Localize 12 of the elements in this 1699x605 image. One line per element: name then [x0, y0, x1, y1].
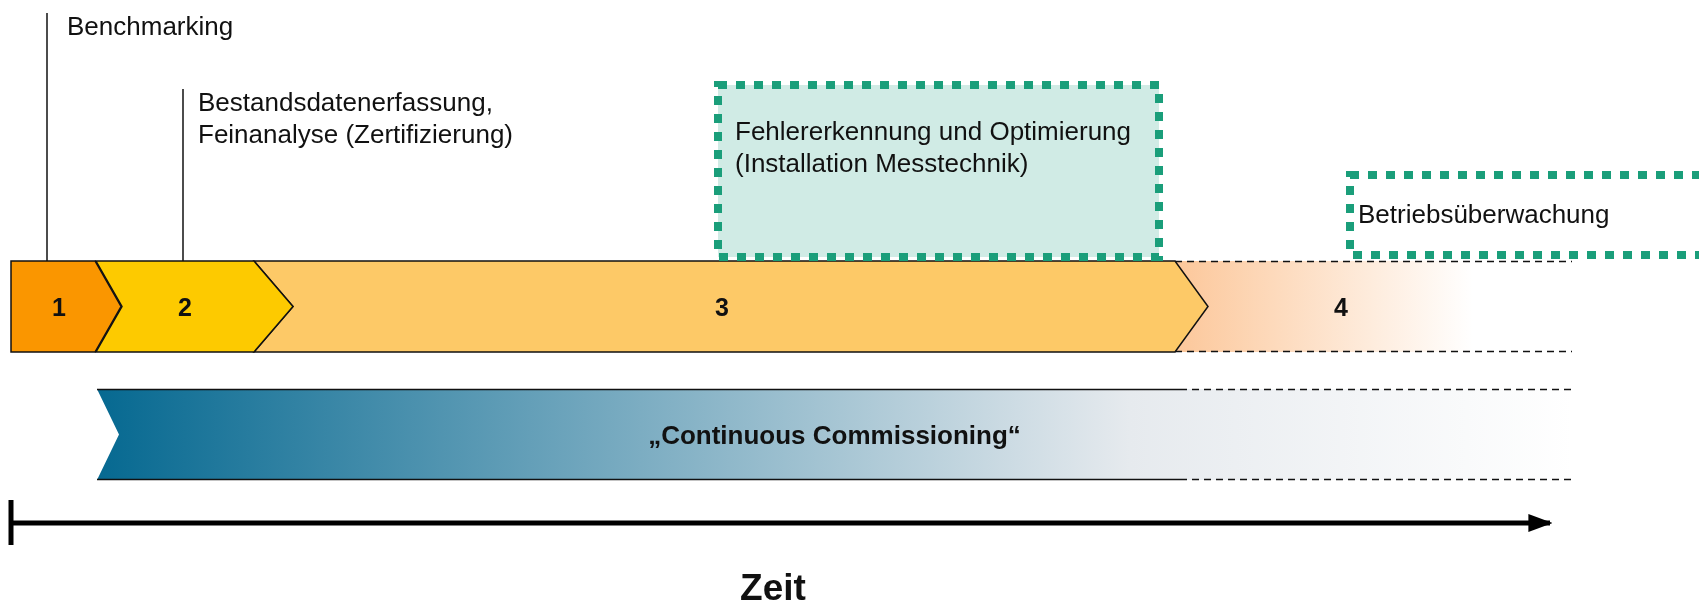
box-label: Fehlererkennung und Optimierung (Installation Messtechnik)	[735, 115, 1133, 179]
annotation-text: Bestandsdatenerfassung, Feinanalyse (Zertifizierung)	[198, 86, 514, 150]
phase-number: 3	[715, 291, 729, 323]
leader-line	[46, 12, 48, 262]
phase-number: 2	[178, 291, 192, 323]
phase-number: 1	[52, 291, 66, 323]
annotation-text: Benchmarking	[67, 10, 234, 42]
axis-label: Zeit	[739, 566, 807, 605]
box-label: Betriebsüberwachung	[1358, 198, 1611, 230]
leader-line	[182, 88, 184, 262]
phase-number: 4	[1334, 291, 1348, 323]
band-label: „Continuous Commissioning“	[647, 419, 1022, 451]
